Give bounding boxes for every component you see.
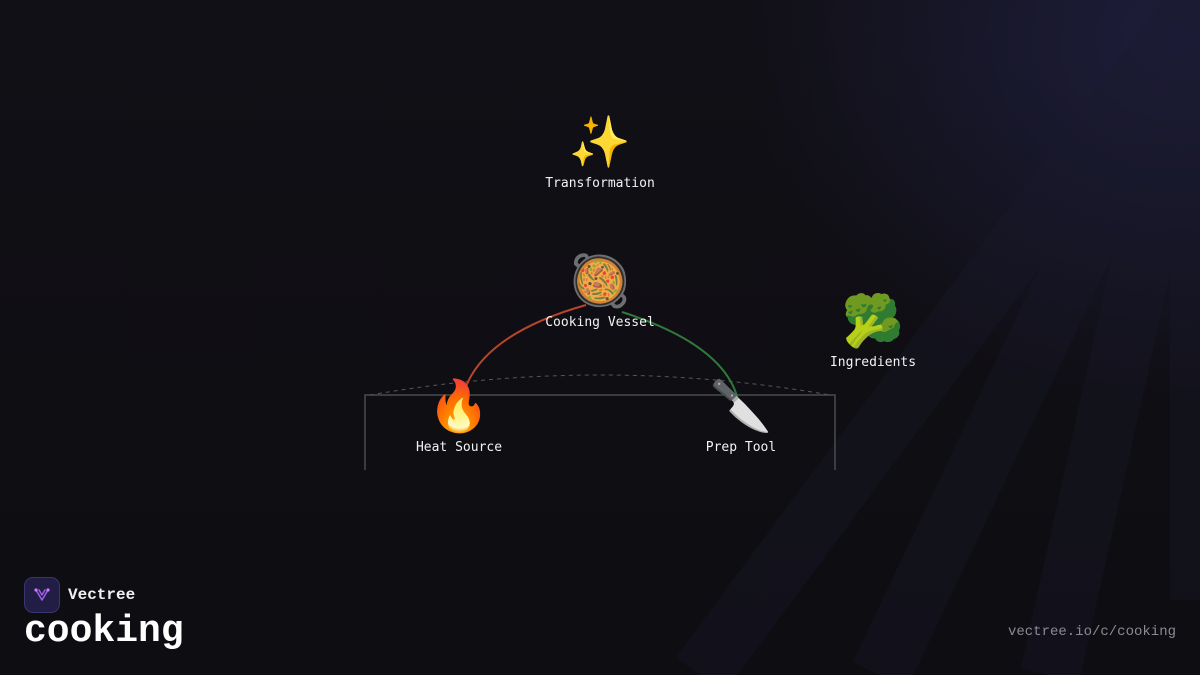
knife-icon: 🔪 [709,377,773,435]
node-transformation[interactable]: ✨ Transformation [545,112,655,191]
table-frame [364,394,836,470]
edge-heat-to-vessel [462,304,587,396]
node-heat-source[interactable]: 🔥 Heat Source [416,376,502,455]
broccoli-icon: 🥦 [841,292,905,350]
node-prep-tool[interactable]: 🔪 Prep Tool [706,376,776,455]
page-url[interactable]: vectree.io/c/cooking [1007,624,1176,640]
node-label: Prep Tool [705,440,777,455]
node-cooking-vessel[interactable]: 🥘 Cooking Vessel [545,251,655,330]
brand-name: Vectree [68,586,136,604]
vectree-logo-icon [24,577,60,613]
node-label: Ingredients [829,355,917,370]
node-ingredients[interactable]: 🥦 Ingredients [830,291,916,370]
paella-pan-icon: 🥘 [568,252,632,310]
sparkles-icon: ✨ [568,113,632,171]
node-label: Transformation [545,176,655,191]
topic-title: cooking [24,610,184,653]
brand[interactable]: Vectree [24,577,135,613]
fire-icon: 🔥 [427,377,491,435]
node-label: Heat Source [415,440,503,455]
edge-prep-to-vessel [621,311,739,401]
node-label: Cooking Vessel [545,315,655,330]
